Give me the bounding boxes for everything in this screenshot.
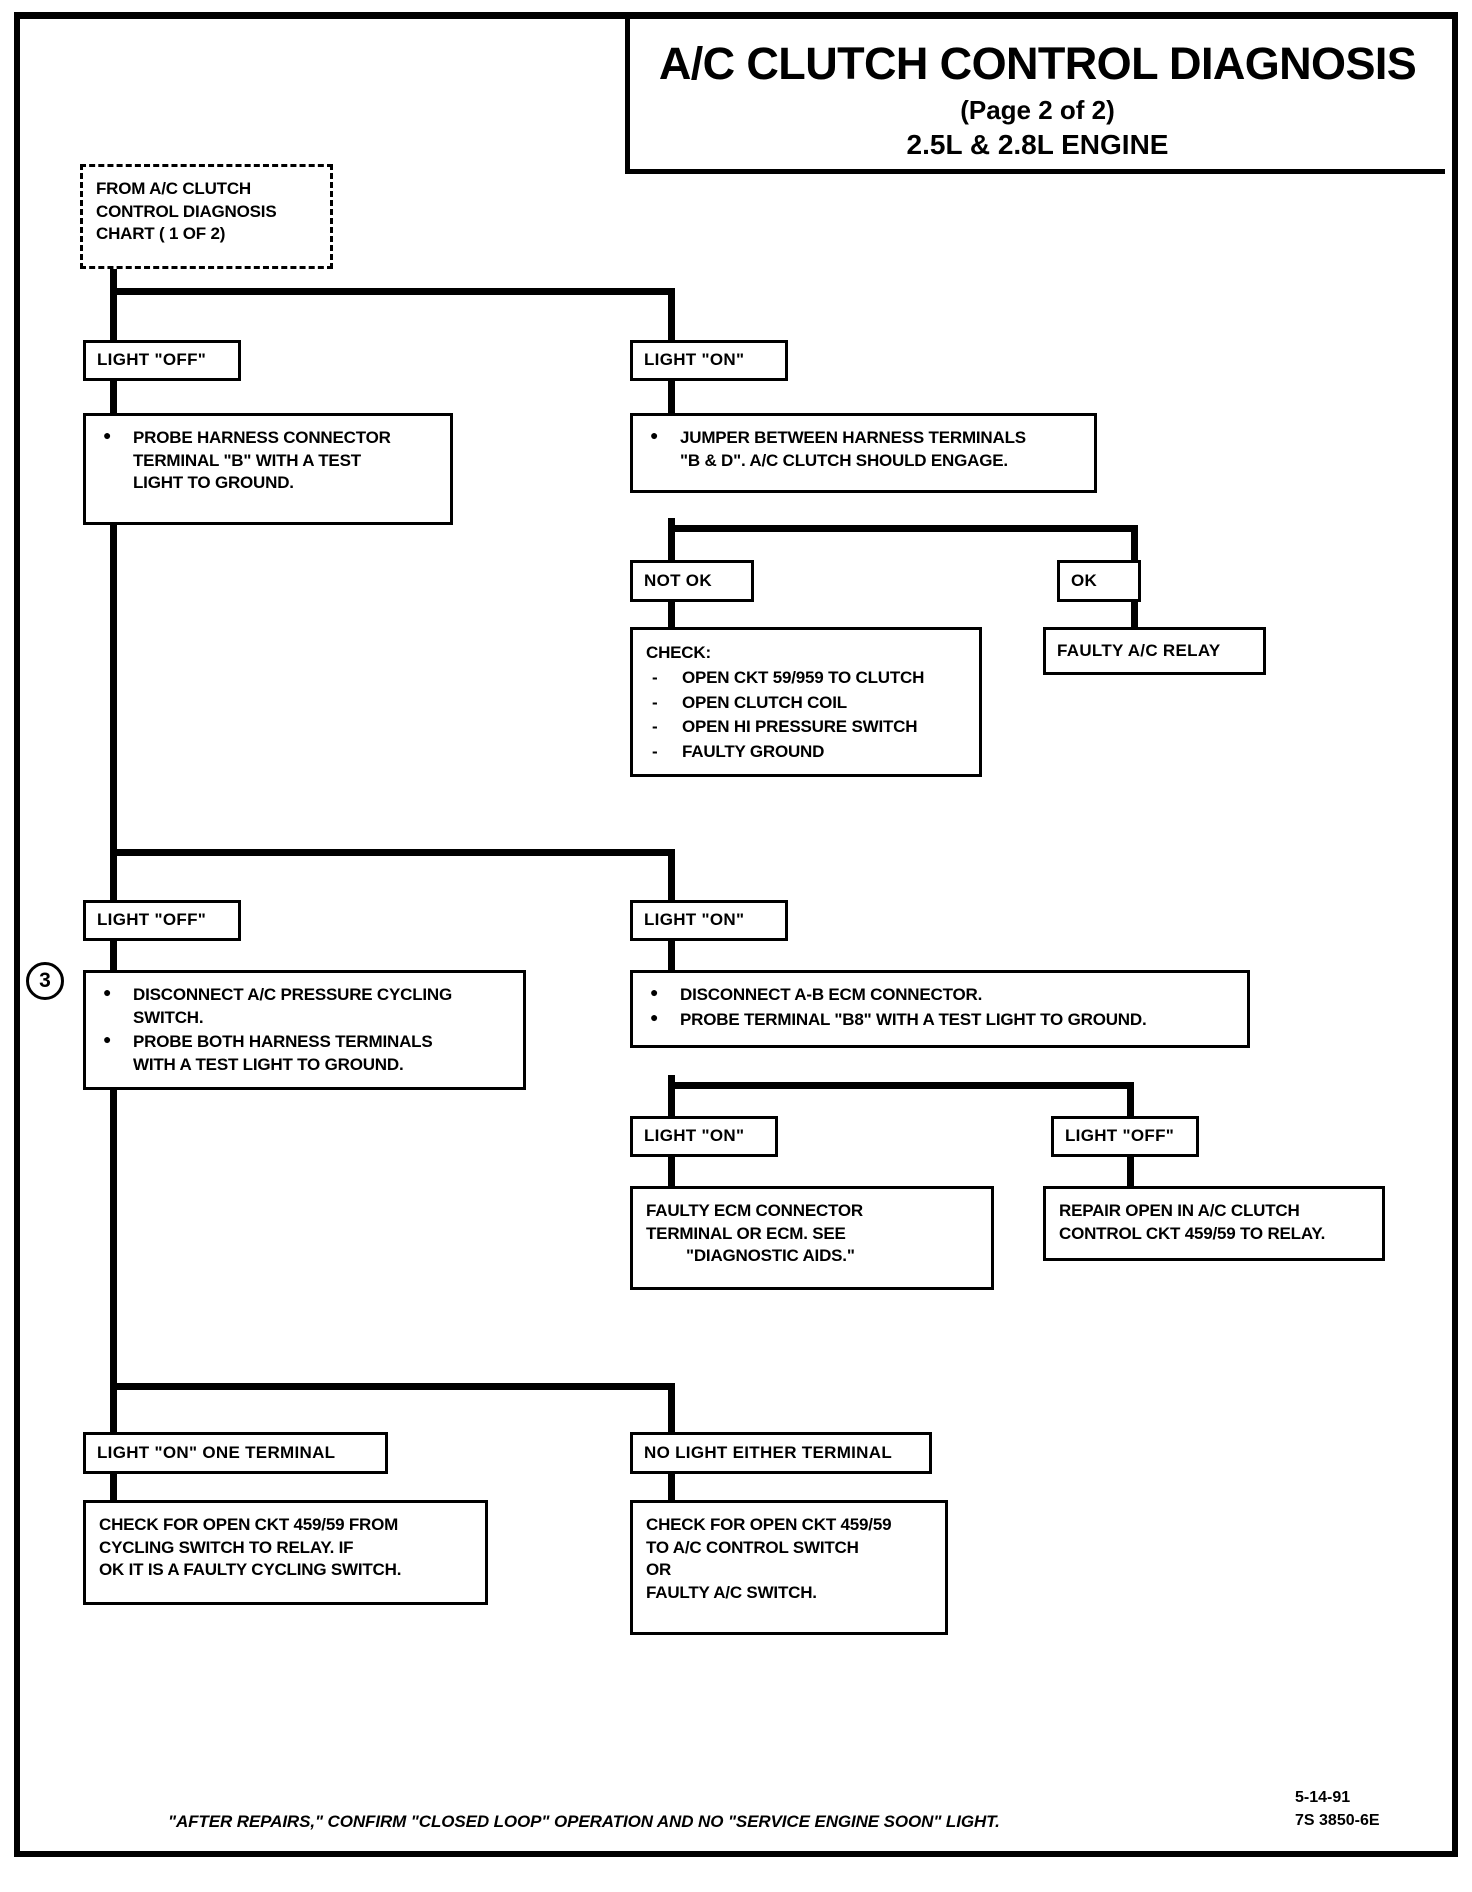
condition-light-on-one-terminal: LIGHT "ON" ONE TERMINAL xyxy=(83,1432,388,1474)
result-check-open-to-control-switch: CHECK FOR OPEN CKT 459/59 TO A/C CONTROL… xyxy=(630,1500,948,1635)
connector-lightoff1-to-probe xyxy=(110,380,117,428)
cycling-line-2: SWITCH. xyxy=(133,1007,204,1027)
page-border-bottom xyxy=(14,1851,1458,1857)
repair-open-line-1: REPAIR OPEN IN A/C CLUTCH xyxy=(1059,1201,1300,1220)
result-faulty-ac-relay: FAULTY A/C RELAY xyxy=(1043,627,1266,675)
step-number-marker: 3 xyxy=(26,962,64,1000)
result-repair-open-clutch-control: REPAIR OPEN IN A/C CLUTCH CONTROL CKT 45… xyxy=(1043,1186,1385,1261)
action-disconnect-cycling-switch: DISCONNECT A/C PRESSURE CYCLING SWITCH. … xyxy=(83,970,526,1090)
ecm-bullet-2: PROBE TERMINAL "B8" WITH A TEST LIGHT TO… xyxy=(646,1008,1237,1032)
connector-lightoff3-to-repair xyxy=(1127,1155,1134,1188)
chart-title: A/C CLUTCH CONTROL DIAGNOSIS xyxy=(658,38,1417,89)
footer-revision-date: 5-14-91 xyxy=(1295,1789,1351,1806)
condition-light-on-3: LIGHT "ON" xyxy=(630,1116,778,1157)
connector-second-bus-left-down xyxy=(110,849,117,906)
connector-second-bus xyxy=(110,849,675,856)
action-jumper-bullet-1: JUMPER BETWEEN HARNESS TERMINALS "B & D"… xyxy=(646,426,1084,472)
condition-ok: OK xyxy=(1057,560,1141,602)
condition-light-on-1: LIGHT "ON" xyxy=(630,340,788,381)
check-list-item: OPEN CKT 59/959 TO CLUTCH xyxy=(646,666,969,690)
connector-second-bus-right-down xyxy=(668,849,675,906)
cycling-line-1: DISCONNECT A/C PRESSURE CYCLING xyxy=(133,985,453,1004)
connector-ecm-split-bus xyxy=(668,1082,1134,1089)
condition-light-on-2: LIGHT "ON" xyxy=(630,900,788,941)
connector-bottom-bus-right-down xyxy=(668,1383,675,1439)
condition-not-ok: NOT OK xyxy=(630,560,754,602)
action-disconnect-ecm-connector: DISCONNECT A-B ECM CONNECTOR. PROBE TERM… xyxy=(630,970,1250,1048)
jumper-line-1: JUMPER BETWEEN HARNESS TERMINALS xyxy=(680,428,1026,447)
faulty-ecm-line-3: "DIAGNOSTIC AIDS." xyxy=(686,1246,855,1266)
entry-reference-box: FROM A/C CLUTCH CONTROL DIAGNOSIS CHART … xyxy=(80,164,333,269)
footer-part-number: 7S 3850-6E xyxy=(1295,1812,1380,1829)
bottom-left-line-1: CHECK FOR OPEN CKT 459/59 FROM xyxy=(99,1515,399,1534)
faulty-ecm-line-2: TERMINAL OR ECM. SEE xyxy=(646,1223,846,1243)
result-check-open-from-cycling-switch: CHECK FOR OPEN CKT 459/59 FROM CYCLING S… xyxy=(83,1500,488,1605)
probe-line-2: TERMINAL "B" WITH A TEST xyxy=(133,450,361,470)
connector-probe-down-spine xyxy=(110,525,117,855)
bottom-left-line-3: OK IT IS A FAULTY CYCLING SWITCH. xyxy=(99,1560,402,1580)
repair-open-line-2: CONTROL CKT 459/59 TO RELAY. xyxy=(1059,1223,1326,1243)
result-check-list: CHECK: OPEN CKT 59/959 TO CLUTCH OPEN CL… xyxy=(630,627,982,777)
connector-top-bus-left-down xyxy=(110,288,117,345)
bottom-right-line-1: CHECK FOR OPEN CKT 459/59 xyxy=(646,1515,892,1534)
condition-no-light-either-terminal: NO LIGHT EITHER TERMINAL xyxy=(630,1432,932,1474)
bottom-right-line-3: OR xyxy=(646,1560,672,1580)
action-probe-harness-connector: PROBE HARNESS CONNECTOR TERMINAL "B" WIT… xyxy=(83,413,453,525)
connector-oneterminal-to-check xyxy=(110,1472,117,1503)
probe-line-1: PROBE HARNESS CONNECTOR xyxy=(133,428,391,447)
connector-lighton3-to-faultyecm xyxy=(668,1155,675,1188)
title-block: A/C CLUTCH CONTROL DIAGNOSIS (Page 2 of … xyxy=(625,19,1445,174)
jumper-line-2: "B & D". A/C CLUTCH SHOULD ENGAGE. xyxy=(680,450,1008,470)
connector-notok-to-check xyxy=(668,598,675,630)
cycling-bullet-1: DISCONNECT A/C PRESSURE CYCLING SWITCH. xyxy=(99,983,513,1029)
bottom-right-line-2: TO A/C CONTROL SWITCH xyxy=(646,1537,859,1557)
connector-cycling-down-spine xyxy=(110,1090,117,1390)
check-list-item: FAULTY GROUND xyxy=(646,740,969,764)
connector-bottom-bus-left-down xyxy=(110,1383,117,1439)
cycling-line-3: PROBE BOTH HARNESS TERMINALS xyxy=(133,1032,433,1052)
connector-to-notok xyxy=(668,525,675,565)
connector-lighton1-to-jumper xyxy=(668,380,675,428)
bottom-left-line-2: CYCLING SWITCH TO RELAY. IF xyxy=(99,1537,354,1557)
cycling-bullet-2: PROBE BOTH HARNESS TERMINALS WITH A TEST… xyxy=(99,1030,513,1076)
connector-nolight-to-check xyxy=(668,1472,675,1503)
connector-entry-down xyxy=(110,265,117,294)
chart-engine-label: 2.5L & 2.8L ENGINE xyxy=(906,129,1169,160)
connector-jumper-split-bus xyxy=(668,525,1138,532)
check-list-items: OPEN CKT 59/959 TO CLUTCH OPEN CLUTCH CO… xyxy=(646,666,969,763)
connector-lightoff2-to-cycling xyxy=(110,940,117,972)
entry-line-3: CHART ( 1 OF 2) xyxy=(96,224,226,244)
page-border-left xyxy=(14,12,20,1857)
connector-lighton2-to-ecm xyxy=(668,940,675,972)
page-border-top xyxy=(14,12,1458,19)
faulty-ecm-line-1: FAULTY ECM CONNECTOR xyxy=(646,1201,864,1220)
condition-light-off-2: LIGHT "OFF" xyxy=(83,900,241,941)
action-probe-bullet-1: PROBE HARNESS CONNECTOR TERMINAL "B" WIT… xyxy=(99,426,440,495)
action-jumper-between-terminals: JUMPER BETWEEN HARNESS TERMINALS "B & D"… xyxy=(630,413,1097,493)
connector-top-bus-right-down xyxy=(668,288,675,345)
connector-top-bus xyxy=(110,288,675,295)
check-list-item: OPEN HI PRESSURE SWITCH xyxy=(646,715,969,739)
connector-to-lightoff3 xyxy=(1127,1082,1134,1121)
chart-page-number: (Page 2 of 2) xyxy=(960,95,1115,125)
connector-to-ok xyxy=(1131,525,1138,565)
entry-line-2: CONTROL DIAGNOSIS xyxy=(96,201,277,221)
check-list-heading: CHECK: xyxy=(646,643,711,662)
ecm-bullet-1: DISCONNECT A-B ECM CONNECTOR. xyxy=(646,983,1237,1007)
entry-line-1: FROM A/C CLUTCH xyxy=(96,179,252,198)
connector-bottom-bus xyxy=(110,1383,675,1390)
cycling-line-4: WITH A TEST LIGHT TO GROUND. xyxy=(133,1054,404,1074)
result-faulty-ecm-connector: FAULTY ECM CONNECTOR TERMINAL OR ECM. SE… xyxy=(630,1186,994,1290)
page-border-right xyxy=(1452,12,1458,1857)
check-list-item: OPEN CLUTCH COIL xyxy=(646,691,969,715)
condition-light-off-3: LIGHT "OFF" xyxy=(1051,1116,1199,1157)
connector-ok-to-faultyrelay xyxy=(1131,598,1138,630)
condition-light-off-1: LIGHT "OFF" xyxy=(83,340,241,381)
probe-line-3: LIGHT TO GROUND. xyxy=(133,473,294,493)
bottom-right-line-4: FAULTY A/C SWITCH. xyxy=(646,1582,817,1602)
footer-after-repairs-note: "AFTER REPAIRS," CONFIRM "CLOSED LOOP" O… xyxy=(168,1812,1000,1831)
connector-to-lighton3 xyxy=(668,1082,675,1121)
